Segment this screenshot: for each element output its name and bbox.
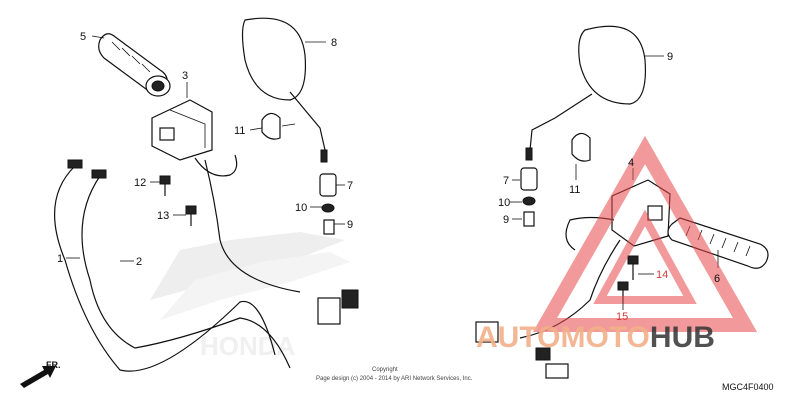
copyright-line2: Page design (c) 2004 - 2014 by ARI Netwo… [316, 376, 473, 382]
callout-13: 13 [157, 210, 169, 222]
left-grip [98, 33, 171, 97]
callout-14: 14 [656, 269, 668, 281]
front-arrow-icon [20, 366, 56, 388]
throttle-cables [54, 159, 291, 372]
callout-6: 6 [714, 273, 720, 285]
left-mirror [241, 17, 328, 163]
watermark-triangle [532, 135, 758, 332]
diagram-code: MGC4F0400 [722, 382, 774, 392]
left-connector [317, 289, 359, 325]
callout-2: 2 [136, 256, 142, 268]
callout-10-right: 10 [498, 197, 510, 209]
right-bar-end-parts [520, 167, 538, 227]
callout-3: 3 [182, 70, 188, 82]
screw-12 [159, 175, 171, 196]
screw-13 [185, 205, 197, 226]
right-switch-assembly [519, 179, 671, 339]
callout-9-right: 9 [503, 214, 509, 226]
callout-7-left: 7 [347, 180, 353, 192]
leader-11l [249, 127, 263, 131]
callout-4: 4 [628, 157, 634, 169]
leader-5 [91, 35, 105, 39]
watermark-text: AUTOMOTOHUB [476, 321, 715, 354]
callout-8-left: 8 [331, 37, 337, 49]
callout-12: 12 [134, 177, 146, 189]
callout-9-left: 9 [347, 219, 353, 231]
right-mirror [525, 25, 647, 161]
clamp-11-left [261, 112, 296, 140]
left-switch-assembly [151, 99, 301, 293]
watermark-hub: HUB [650, 321, 715, 354]
screw-14 [627, 255, 639, 280]
callout-1: 1 [57, 253, 63, 265]
honda-wing-logo: HONDA [150, 232, 350, 361]
left-bar-end-parts [319, 173, 337, 235]
callout-10-left: 10 [295, 202, 307, 214]
front-arrow-label: FR. [46, 360, 61, 370]
callout-15: 15 [616, 311, 628, 323]
right-connectors [475, 321, 569, 379]
callout-11-right: 11 [569, 184, 580, 196]
callout-8-right: 9 [667, 51, 673, 63]
callout-7-right: 7 [503, 175, 509, 187]
callout-5: 5 [80, 31, 86, 43]
clamp-11-right [571, 132, 591, 162]
callout-11-left: 11 [234, 125, 245, 137]
honda-wordmark: HONDA [200, 331, 296, 361]
watermark-moto: MOTO [560, 321, 649, 354]
copyright-line1: Copyright [372, 367, 398, 373]
watermark-auto: AUTO [476, 321, 560, 354]
